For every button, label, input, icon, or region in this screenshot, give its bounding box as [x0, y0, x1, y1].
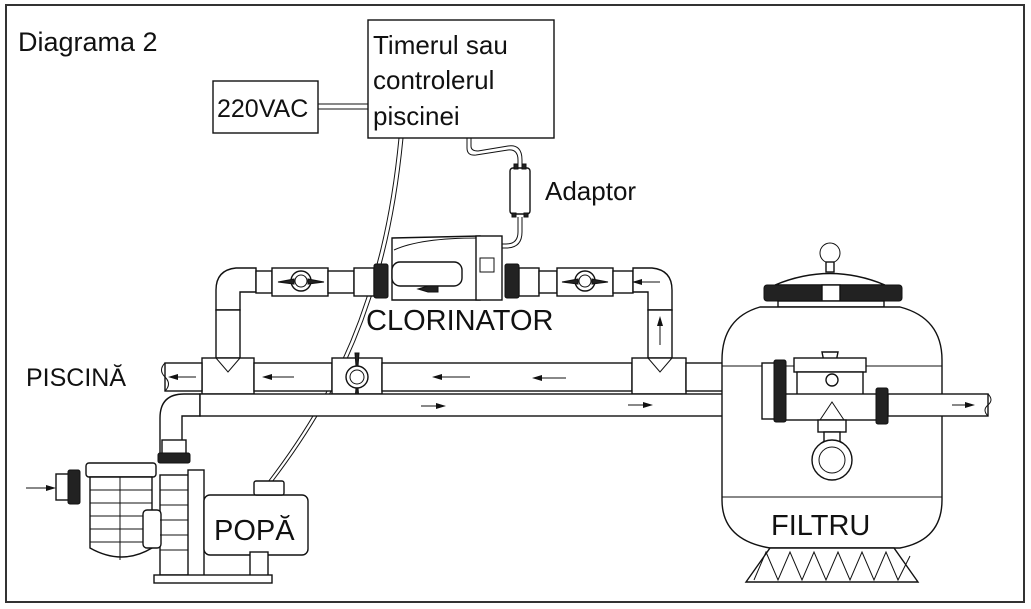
power-cable — [318, 103, 368, 110]
pump-discharge-line — [159, 393, 761, 456]
chlorinator-label: CLORINATOR — [366, 305, 553, 337]
adaptor-input-cable — [466, 138, 523, 170]
chlorinator — [373, 235, 520, 301]
bypass-valve-left — [277, 270, 325, 292]
controller-label-line-2: controlerul — [373, 65, 494, 95]
pump-label: POPĂ — [214, 514, 295, 547]
power-source-label: 220VAC — [217, 95, 308, 123]
bypass-valve-right — [561, 270, 609, 292]
pool-label: PISCINĂ — [26, 363, 126, 392]
pump-power-cable — [267, 137, 404, 483]
pool-controller: Timerul sau controlerul piscinei — [367, 19, 555, 139]
adaptor: Adaptor — [509, 163, 636, 218]
diagram-title: Diagrama 2 — [18, 27, 158, 57]
adaptor-label: Adaptor — [545, 176, 636, 206]
controller-label-line-1: Timerul sau — [373, 30, 508, 60]
pump: POPĂ — [26, 439, 309, 584]
adaptor-output-cable — [500, 217, 523, 249]
return-line — [161, 357, 783, 395]
power-source: 220VAC — [212, 80, 319, 134]
controller-label-line-3: piscinei — [373, 101, 460, 131]
filter-label: FILTRU — [771, 510, 870, 542]
filter: FILTRU — [721, 242, 992, 583]
